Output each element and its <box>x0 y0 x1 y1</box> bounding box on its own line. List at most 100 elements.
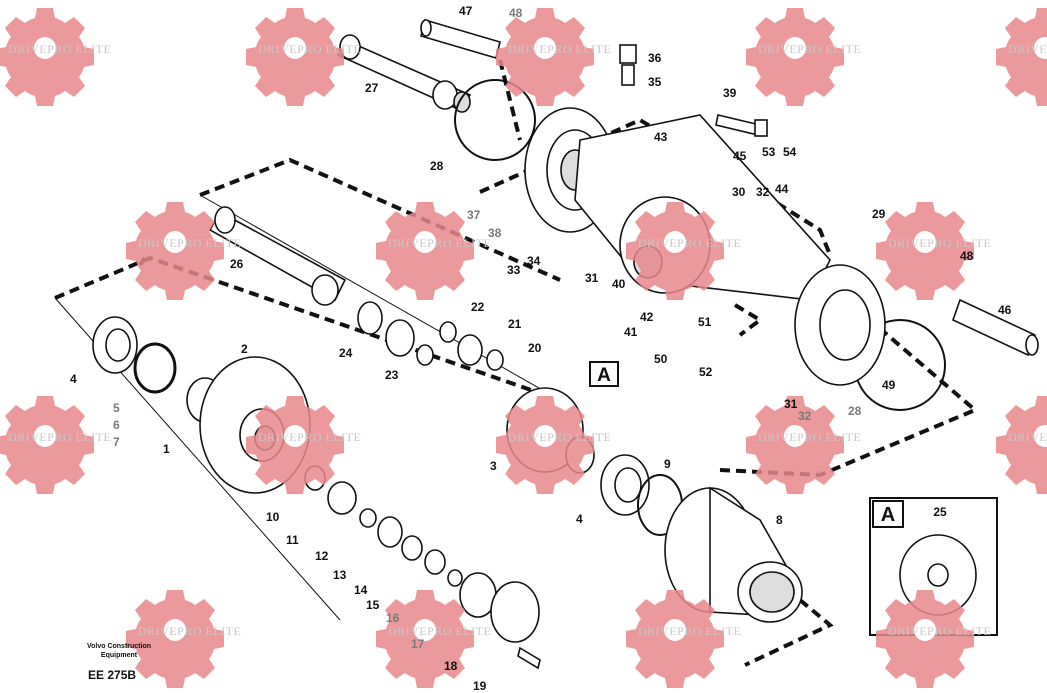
part-number-label: 49 <box>882 378 896 392</box>
part-number-label: 53 <box>762 145 776 159</box>
watermark-text: DRIVEPRO ELITE <box>638 236 741 250</box>
part-number-label: 20 <box>528 341 542 355</box>
section-marker-a: A <box>589 361 619 387</box>
part-number-label: 45 <box>733 149 747 163</box>
watermark-text: DRIVEPRO ELITE <box>508 42 611 56</box>
part-number-label: 50 <box>654 352 668 366</box>
watermark-text: DRIVEPRO ELITE <box>258 430 361 444</box>
detail-view-part-number: 25 <box>933 505 947 519</box>
part-number-label: 37 <box>467 208 481 222</box>
small-parts-chain <box>304 465 541 670</box>
part-number-label: 43 <box>654 130 668 144</box>
part-number-label: 5 <box>113 401 120 415</box>
watermark-text: DRIVEPRO ELITE <box>888 624 991 638</box>
part-number-label: 9 <box>664 457 671 471</box>
pin-47 <box>420 18 501 60</box>
part-number-label: 54 <box>783 145 797 159</box>
part-number-label: 36 <box>648 51 662 65</box>
watermark-text: DRIVEPRO ELITE <box>888 236 991 250</box>
part-number-label: 21 <box>508 317 522 331</box>
part-number-label: 27 <box>365 81 379 95</box>
part-number-label: 35 <box>648 75 662 89</box>
watermark-text: DRIVEPRO ELITE <box>8 430 111 444</box>
part-number-label: 38 <box>488 226 502 240</box>
part-number-label: 29 <box>872 207 886 221</box>
breather-cap <box>619 44 637 86</box>
part-number-label: 11 <box>286 533 299 547</box>
part-number-label: 14 <box>354 583 368 597</box>
o-ring-upper <box>454 79 536 161</box>
axle-housing-flange-right <box>794 264 886 386</box>
part-number-label: 52 <box>699 365 713 379</box>
part-number-label: 13 <box>333 568 347 582</box>
watermark-text: DRIVEPRO ELITE <box>388 624 491 638</box>
gear-set <box>357 301 504 371</box>
part-number-label: 24 <box>339 346 353 360</box>
part-number-label: 32 <box>798 409 812 423</box>
part-number-label: 44 <box>775 182 789 196</box>
watermark-text: DRIVEPRO ELITE <box>638 624 741 638</box>
watermark-text: DRIVEPRO ELITE <box>508 430 611 444</box>
part-number-label: 42 <box>640 310 654 324</box>
part-number-label: 32 <box>756 185 770 199</box>
watermark-texts: DRIVEPRO ELITE DRIVEPRO ELITE DRIVEPRO E… <box>8 42 1047 638</box>
part-number-label: 8 <box>776 513 783 527</box>
part-number-label: 51 <box>698 315 712 329</box>
part-number-label: 26 <box>230 257 244 271</box>
part-number-label: 4 <box>576 512 583 526</box>
seal-ring <box>133 342 177 394</box>
part-number-label: 10 <box>266 510 280 524</box>
watermark-text: DRIVEPRO ELITE <box>758 430 861 444</box>
detail-view-a-label: A <box>881 504 895 526</box>
part-number-label: 2 <box>241 342 248 356</box>
part-callouts: 47 48 36 35 27 39 43 45 53 54 28 30 32 4… <box>70 4 1012 693</box>
part-number-label: 7 <box>113 435 120 449</box>
part-number-label: 1 <box>163 442 170 456</box>
watermark-text: DRIVEPRO ELITE <box>1008 430 1047 444</box>
part-number-label: 18 <box>444 659 458 673</box>
part-number-label: 48 <box>960 249 974 263</box>
watermark-text: DRIVEPRO ELITE <box>138 236 241 250</box>
part-number-label: 19 <box>473 679 487 693</box>
footer-brand-line2: Equipment <box>100 652 138 659</box>
part-number-label: 15 <box>366 598 380 612</box>
part-number-label: 39 <box>723 86 737 100</box>
part-number-label: 3 <box>490 459 497 473</box>
watermark-text: DRIVEPRO ELITE <box>258 42 361 56</box>
part-number-label: 48 <box>509 6 523 20</box>
part-number-label: 46 <box>998 303 1012 317</box>
section-marker-label: A <box>597 365 611 386</box>
part-number-label: 34 <box>527 254 541 268</box>
watermark-text: DRIVEPRO ELITE <box>8 42 111 56</box>
watermark-text: DRIVEPRO ELITE <box>1008 42 1047 56</box>
part-number-label: 22 <box>471 300 485 314</box>
part-number-label: 40 <box>612 277 626 291</box>
footer-brand-line1: Volvo Construction <box>86 643 152 650</box>
watermark-text: DRIVEPRO ELITE <box>758 42 861 56</box>
pin-46 <box>952 298 1039 357</box>
part-number-label: 31 <box>784 397 798 411</box>
planetary-carrier <box>664 486 803 623</box>
part-number-label: 4 <box>70 372 77 386</box>
part-number-label: 6 <box>113 418 120 432</box>
part-number-label: 28 <box>848 404 862 418</box>
part-number-label: 16 <box>386 611 400 625</box>
part-number-label: 17 <box>411 637 425 651</box>
axle-shaft-lower <box>208 206 347 306</box>
axle-shaft-upper <box>336 34 472 113</box>
bearing-left <box>92 316 138 374</box>
part-number-label: 31 <box>585 271 599 285</box>
bearing-right <box>600 454 650 516</box>
part-number-label: 12 <box>315 549 329 563</box>
footer-brand: Volvo Construction Equipment EE 275B <box>84 642 154 682</box>
part-number-label: 28 <box>430 159 444 173</box>
watermark-text: DRIVEPRO ELITE <box>138 624 241 638</box>
part-number-label: 30 <box>732 185 746 199</box>
part-number-label: 33 <box>507 263 521 277</box>
part-number-label: 41 <box>624 325 638 339</box>
footer-drawing-code: EE 275B <box>88 668 137 682</box>
bolt-39 <box>715 114 768 137</box>
part-number-label: 47 <box>459 4 473 18</box>
